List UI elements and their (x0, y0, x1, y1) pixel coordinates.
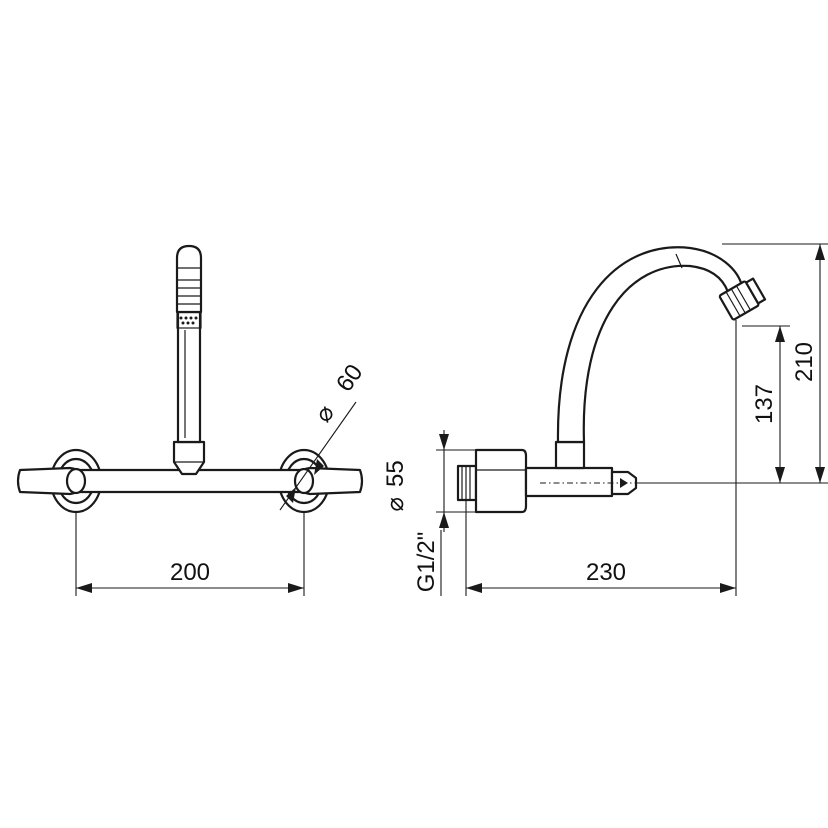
aerator-cap (175, 244, 203, 314)
diameter-symbol: ⌀ (310, 400, 340, 427)
body-diameter-label: 55 (382, 460, 409, 487)
spout-base (554, 440, 586, 470)
diameter-symbol: ⌀ (382, 497, 409, 511)
body-tube (524, 466, 614, 498)
eccentric-body (474, 448, 528, 514)
total-height-label: 210 (791, 342, 818, 382)
arrowhead (466, 583, 482, 593)
right-handle-hub (293, 467, 315, 495)
arrowhead (439, 434, 449, 450)
arrowhead (314, 459, 324, 475)
thread-label: G1/2" (413, 532, 440, 593)
thread-connector (456, 464, 478, 502)
arrowhead (288, 583, 304, 593)
arrowhead (775, 467, 785, 483)
arrowhead (286, 487, 296, 503)
arrowhead (76, 583, 92, 593)
wall-spacing-label: 200 (170, 559, 210, 586)
arrowhead (815, 244, 825, 260)
side-view: ⌀ 55 G1/2" 230 137 210 (382, 243, 828, 596)
spout-boss (172, 440, 206, 476)
left-handle-hub (65, 467, 87, 495)
projection-label: 230 (586, 559, 626, 586)
arrowhead (775, 326, 785, 342)
aerator-mesh (176, 311, 202, 329)
outlet-height-label: 137 (751, 384, 778, 424)
side-aerator (718, 277, 767, 321)
curved-spout (556, 246, 744, 444)
arrowhead (439, 512, 449, 528)
front-view: ⌀ 60 200 (16, 244, 368, 596)
vertical-spout (176, 310, 202, 444)
arrowhead (720, 583, 736, 593)
rosette-diameter-label: 60 (331, 360, 368, 397)
arrowhead (815, 467, 825, 483)
